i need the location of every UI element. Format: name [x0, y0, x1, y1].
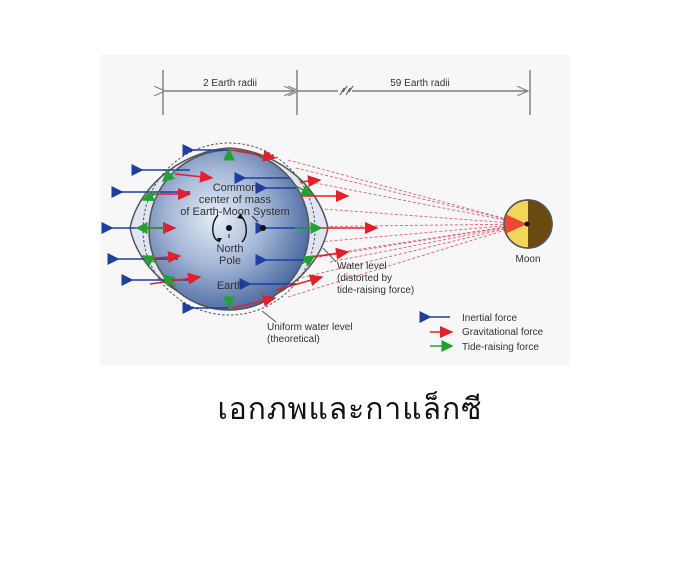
moon-label: Moon — [515, 254, 540, 265]
uniform-level-leader — [261, 310, 277, 323]
uniform-water-label-2: (theoretical) — [267, 334, 320, 345]
water-level-leader — [322, 247, 337, 263]
legend-inertial-label: Inertial force — [462, 313, 517, 324]
dimension-label-2-earth-radii: 2 Earth radii — [203, 78, 257, 89]
water-level-label-1: Water level — [337, 261, 387, 272]
tide-forces-diagram: 2 Earth radii 59 Earth radii — [101, 70, 553, 353]
center-of-mass-label-3: of Earth-Moon System — [180, 206, 289, 218]
earth-label: Earth — [217, 280, 243, 292]
moon — [503, 199, 553, 249]
tide-raising-force-arrows — [135, 148, 323, 309]
water-level-label-2: (distorted by — [337, 273, 392, 284]
dimension-label-59-earth-radii: 59 Earth radii — [390, 78, 449, 89]
center-of-mass-label-2: center of mass — [199, 194, 272, 206]
north-pole-label-1: North — [217, 243, 244, 255]
dimension-lines — [163, 70, 531, 115]
uniform-water-label-1: Uniform water level — [267, 322, 353, 333]
legend: Inertial force Gravitational force Tide-… — [419, 311, 544, 353]
legend-gravitational-label: Gravitational force — [462, 327, 544, 338]
center-markers — [212, 213, 266, 243]
center-of-mass-label-1: Common — [213, 182, 258, 194]
legend-tide-label: Tide-raising force — [462, 342, 539, 353]
north-pole-label-2: Pole — [219, 255, 241, 267]
water-level-label-3: tide-raising force) — [337, 285, 414, 296]
slide-caption: เอกภพและกาแล็กซี — [217, 392, 483, 427]
